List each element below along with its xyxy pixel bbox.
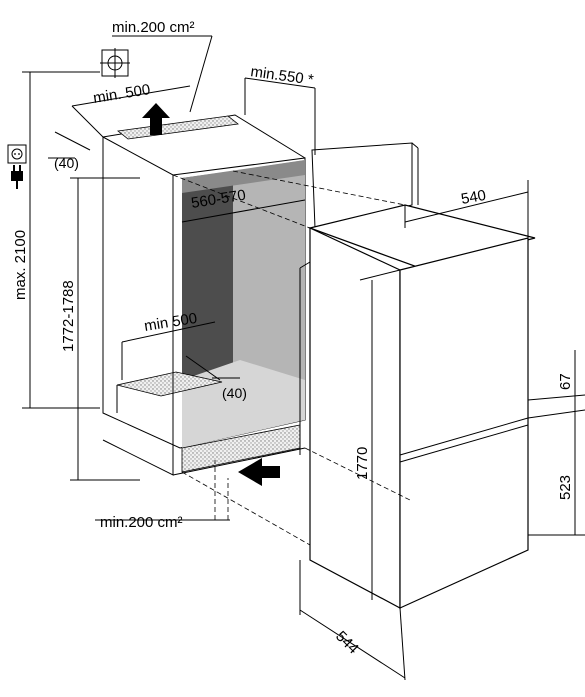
setback-top-label: (40) (54, 155, 79, 171)
lower-height-label: 523 (557, 475, 574, 500)
dimension-lines (22, 71, 585, 681)
door-panel (311, 142, 419, 229)
top-width-label: min. 500 (92, 81, 151, 107)
upper-offset-label: 67 (557, 373, 574, 390)
appliance-height-label: 1770 (354, 447, 371, 480)
niche-height-label: 1772-1788 (60, 280, 77, 352)
power-plug-icon (11, 165, 23, 189)
airflow-arrow-icon (238, 458, 280, 486)
door-clearance-label: min.550 * (249, 63, 314, 89)
power-socket-icon (7, 144, 27, 164)
appliance-width-label: 540 (460, 187, 488, 208)
vent-bottom-label: min.200 cm² (100, 514, 183, 531)
appliance (299, 204, 536, 609)
appliance-depth-label: 544 (332, 628, 362, 658)
setback-bottom-label: (40) (222, 385, 247, 401)
niche-cabinet (102, 114, 306, 476)
vent-top-label: min.200 cm² (112, 19, 195, 36)
ventilation-icon (100, 48, 130, 78)
airflow-arrow-icon (142, 103, 170, 135)
guide-lines (172, 170, 411, 546)
max-height-label: max. 2100 (12, 230, 29, 300)
